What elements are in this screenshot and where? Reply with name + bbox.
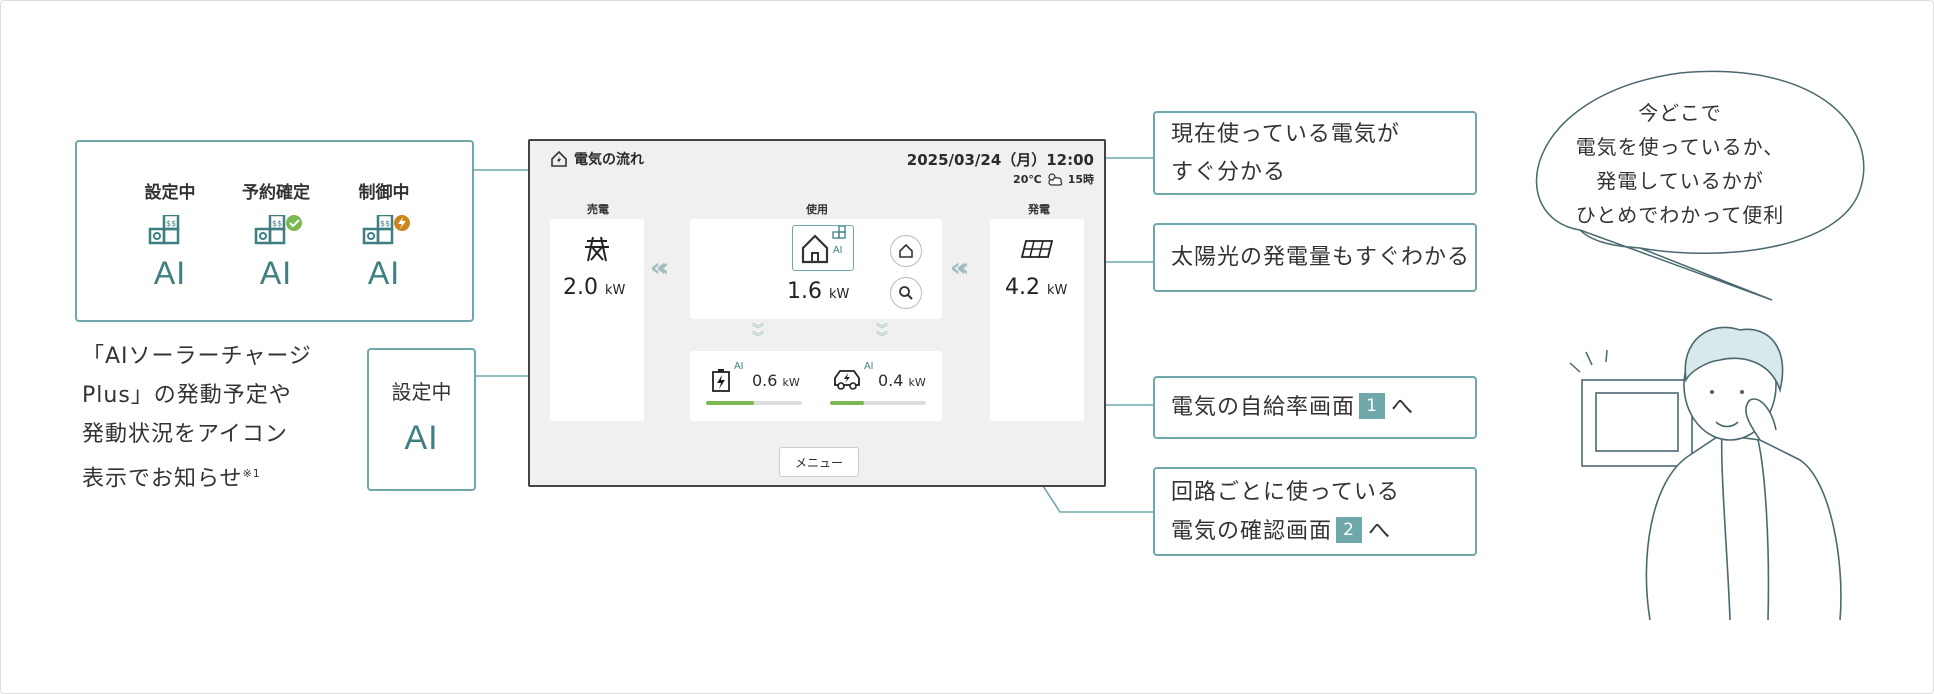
- sell-label: 売電: [587, 203, 609, 216]
- legend-reserved: 予約確定 $$ AI: [221, 178, 331, 292]
- desc-line: Plus」の発動予定や: [82, 383, 292, 408]
- ev-value: 0.4 kW: [878, 371, 926, 390]
- screen-title: 電気の流れ: [550, 149, 644, 169]
- desc-line: 発動状況をアイコン: [82, 422, 288, 447]
- svg-text:$$: $$: [272, 219, 282, 228]
- battery-level-bar: [706, 401, 802, 405]
- desc-line: 「AIソーラーチャージ: [82, 344, 312, 369]
- gen-label: 発電: [1028, 203, 1050, 216]
- ai-label: AI: [367, 255, 401, 291]
- svg-text:$$: $$: [380, 219, 390, 228]
- time-small: 15時: [1067, 173, 1094, 186]
- bubble-line: 今どこで: [1638, 101, 1722, 125]
- setting-callout: 設定中 AI: [367, 348, 476, 491]
- ai-battery-check-icon: $$: [254, 215, 302, 245]
- legend-label: 制御中: [358, 183, 410, 203]
- self-sufficiency-button[interactable]: [890, 235, 922, 267]
- house-icon: [899, 243, 913, 258]
- legend-label: 設定中: [144, 183, 196, 203]
- callout-line: 太陽光の発電量もすぐわかる: [1171, 245, 1471, 270]
- desc-line: 表示でお知らせ※1: [82, 466, 261, 492]
- flow-arrow-down-battery: ︾︾: [752, 322, 765, 344]
- weather-readout: 20℃ 15時: [1013, 171, 1094, 187]
- person-icon: [1645, 326, 1842, 621]
- bubble-line: 発電しているかが: [1596, 169, 1764, 193]
- device-screen: 電気の流れ 2025/03/24（月）12:00 20℃ 15時 売電 使用 発…: [528, 139, 1106, 487]
- legend-label: 予約確定: [242, 183, 310, 203]
- callout-line: 回路ごとに使っている: [1171, 480, 1400, 505]
- menu-button[interactable]: メニュー: [779, 447, 859, 477]
- screen-number-badge: 2: [1336, 517, 1363, 543]
- circuit-search-button[interactable]: [890, 277, 922, 309]
- solar-panel-icon: [1020, 240, 1054, 258]
- footnote-mark: ※1: [242, 467, 261, 480]
- home-ai-icon: AI: [792, 225, 854, 271]
- storage-ev-panel[interactable]: AI 0.6 kW AI 0.4 kW: [690, 351, 942, 421]
- search-icon: [899, 286, 913, 300]
- speech-bubble: [1535, 70, 1865, 301]
- weather-icon: [1048, 173, 1062, 186]
- setting-label: 設定中: [391, 380, 452, 404]
- bubble-line: ひとめでわかって便利: [1575, 203, 1785, 227]
- flow-arrow-down-ev: ︾︾: [876, 322, 889, 344]
- home-power-icon: [551, 150, 567, 167]
- ev-car-icon: [834, 370, 860, 390]
- svg-text:$$: $$: [166, 219, 176, 228]
- legend-setting: 設定中 $$ AI: [115, 178, 225, 292]
- use-label: 使用: [806, 203, 828, 216]
- ai-battery-icon: $$: [148, 215, 180, 245]
- ai-label: AI: [404, 419, 439, 457]
- speech-bubble-text: 今どこで 電気を使っているか、 発電しているかが ひとめでわかって便利: [1540, 96, 1820, 232]
- power-tower-icon: [585, 236, 609, 262]
- ai-label: AI: [153, 255, 187, 291]
- callout-line: 現在使っている電気が: [1171, 122, 1400, 147]
- ai-label: AI: [833, 245, 843, 256]
- sell-panel[interactable]: 2.0 kW: [550, 219, 644, 421]
- ai-label: AI: [259, 255, 293, 291]
- bubble-line: 電気を使っているか、: [1575, 135, 1785, 159]
- legend-controlling: 制御中 $$ AI: [329, 178, 439, 292]
- use-value: 1.6 kW: [787, 279, 850, 304]
- current-use-callout: 現在使っている電気が すぐ分かる: [1153, 111, 1477, 195]
- temperature: 20℃: [1013, 172, 1042, 186]
- ai-label: AI: [734, 361, 744, 372]
- ev-level-bar: [830, 401, 926, 405]
- solar-callout: 太陽光の発電量もすぐわかる: [1153, 223, 1477, 292]
- ai-battery-bolt-icon: $$: [362, 215, 410, 245]
- generation-panel[interactable]: 4.2 kW: [990, 219, 1084, 421]
- battery-icon: [712, 369, 730, 392]
- sell-value: 2.0 kW: [563, 275, 626, 300]
- callout-line: すぐ分かる: [1171, 160, 1287, 185]
- screen-number-badge: 1: [1359, 393, 1386, 419]
- wall-monitor-icon: [1581, 379, 1693, 467]
- ai-label: AI: [864, 361, 874, 372]
- ai-status-legend: 設定中 $$ AI 予約確定 $$ AI 制御中 $$: [75, 140, 474, 322]
- gen-value: 4.2 kW: [1005, 275, 1068, 300]
- ai-solar-charge-description: 「AIソーラーチャージ Plus」の発動予定や 発動状況をアイコン 表示でお知ら…: [82, 337, 382, 498]
- battery-value: 0.6 kW: [752, 371, 800, 390]
- screen-date: 2025/03/24（月）12:00: [906, 151, 1094, 169]
